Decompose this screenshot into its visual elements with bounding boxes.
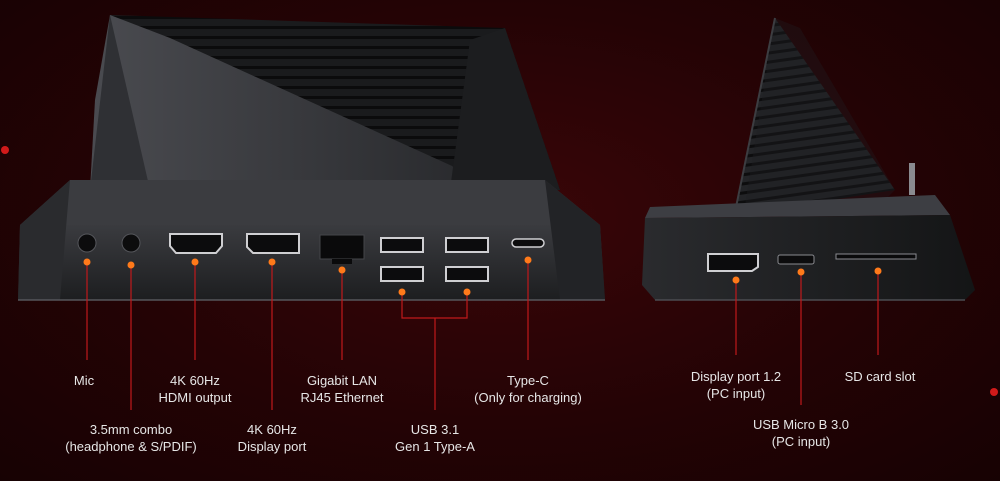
callout-dot (191, 258, 199, 266)
usb-a-port-3 (380, 266, 424, 282)
displayport-port (246, 233, 300, 254)
label-hdmi: 4K 60Hz HDMI output (158, 373, 232, 405)
side-stand-vents (735, 18, 895, 215)
front-base-chamfer-left (18, 180, 70, 300)
front-base-body (18, 225, 605, 300)
front-dock (18, 15, 605, 301)
side-dock (642, 17, 975, 301)
callout-dot (732, 276, 740, 284)
callout-dot (127, 261, 135, 269)
edge-dot-left (1, 146, 9, 154)
label-usb-micro-b: USB Micro B 3.0 (PC input) (752, 417, 850, 449)
edge-dot-right (990, 388, 998, 396)
front-stand-right (450, 28, 560, 190)
usb-c-port (511, 238, 545, 248)
side-base-top (645, 195, 950, 218)
side-pin (909, 163, 915, 195)
label-sd-card: SD card slot (844, 369, 916, 384)
callout-dot (268, 258, 276, 266)
side-stand-face (745, 18, 895, 205)
usb-micro-b-port (777, 254, 815, 265)
callout-dot (338, 266, 346, 274)
callout-dot (463, 288, 471, 296)
rj45-port (319, 234, 365, 260)
combo-jack (121, 233, 141, 253)
side-displayport-port (707, 253, 759, 272)
label-lan: Gigabit LAN RJ45 Ethernet (300, 373, 384, 405)
label-typec: Type-C (Only for charging) (474, 373, 582, 405)
front-base-chamfer-right (545, 180, 605, 300)
mic-jack (77, 233, 97, 253)
callout-dot (524, 256, 532, 264)
callout-dot (797, 268, 805, 276)
callout-dot (874, 267, 882, 275)
callout-dots (83, 256, 882, 296)
usb-a-port-1 (380, 237, 424, 253)
usb-a-port-4 (445, 266, 489, 282)
label-combo: 3.5mm combo (headphone & S/PDIF) (65, 422, 197, 454)
usb-a-port-2 (445, 237, 489, 253)
label-displayport: 4K 60Hz Display port (237, 422, 307, 454)
callout-dot (83, 258, 91, 266)
label-mic: Mic (73, 373, 95, 388)
front-base-top (20, 180, 600, 225)
front-stand-face (90, 15, 505, 190)
callout-lines (86, 260, 879, 410)
hdmi-port (169, 233, 223, 254)
label-side-displayport: Display port 1.2 (PC input) (690, 369, 782, 401)
front-stand-left-facet (90, 15, 150, 190)
sd-card-slot (835, 253, 917, 260)
label-usb: USB 3.1 Gen 1 Type-A (395, 422, 475, 454)
callout-dot (398, 288, 406, 296)
